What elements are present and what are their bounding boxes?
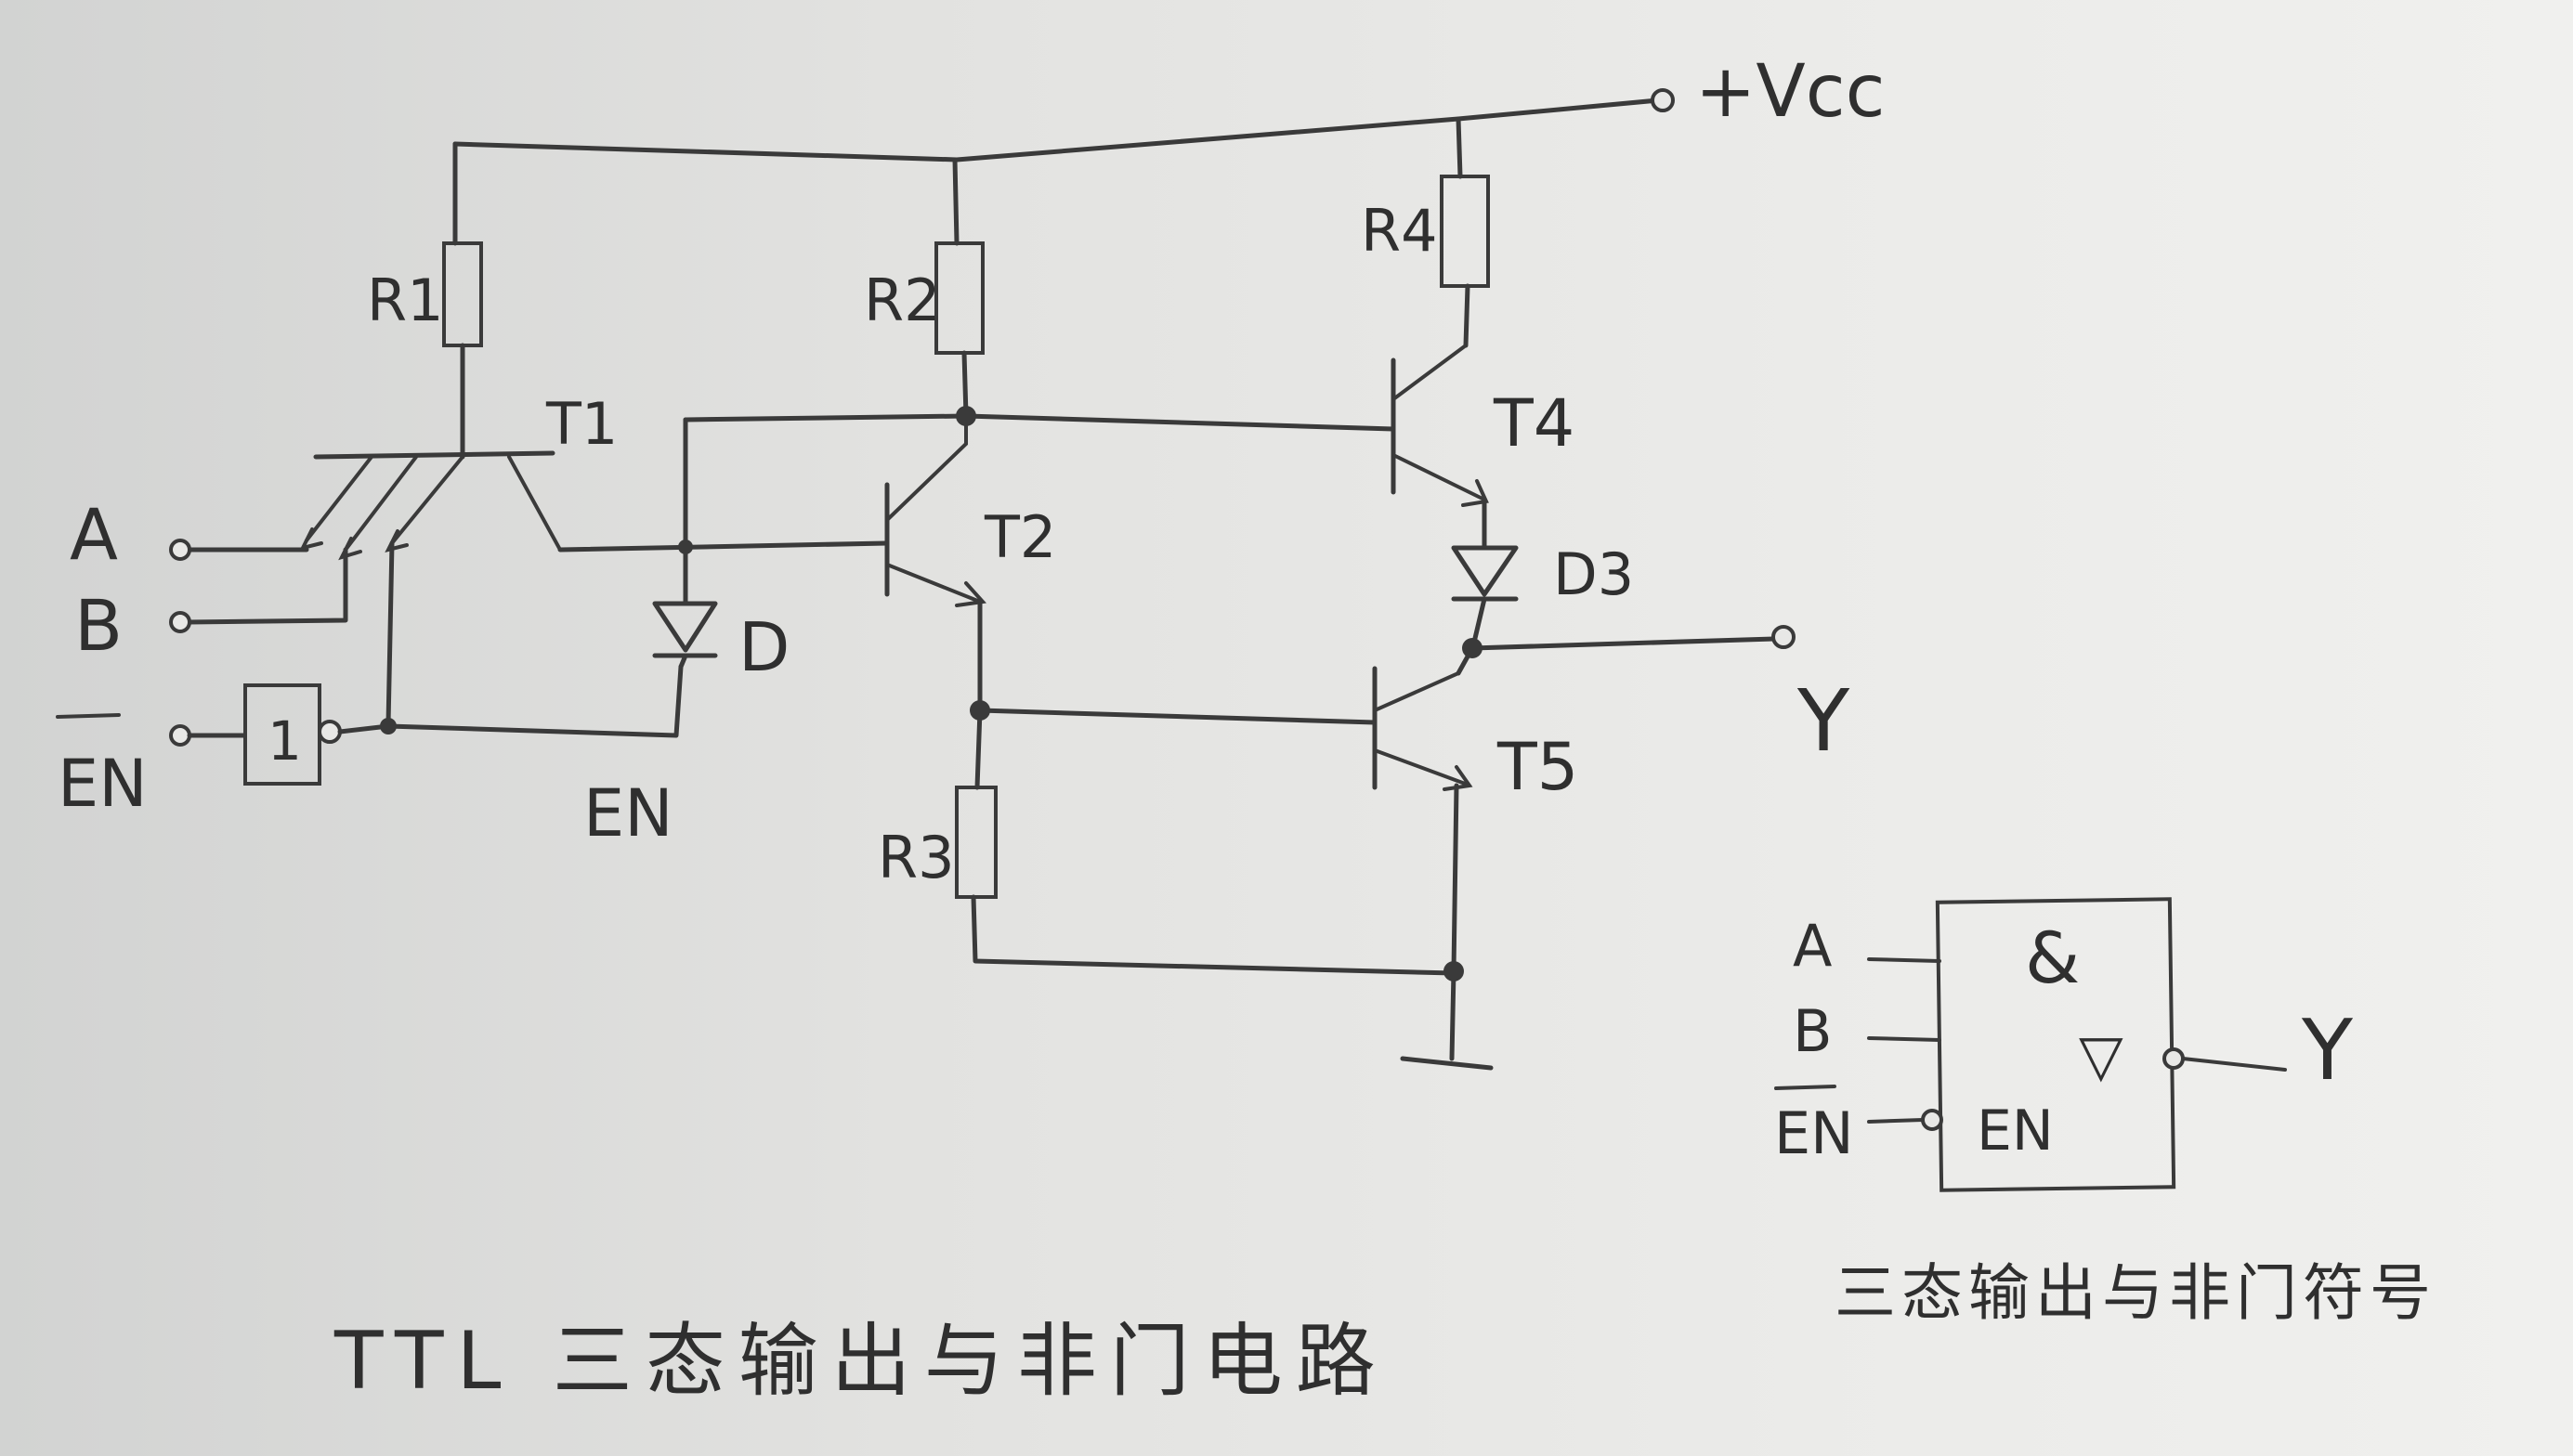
tristate-nand-symbol: [1867, 897, 2287, 1192]
t4-label: T4: [1493, 385, 1574, 462]
symbol-box: [1935, 897, 2176, 1192]
resistor-r4: [1440, 116, 1490, 348]
symbol-enable-label: EN: [1977, 1098, 2054, 1164]
transistor-t4: [1391, 344, 1489, 549]
inverter-bubble: [318, 720, 342, 744]
ground-symbol: [1400, 961, 1494, 1071]
symbol-en-overbar: [1774, 1085, 1836, 1090]
transistor-t1: [299, 450, 562, 561]
symbol-caption: 三态输出与非门符号: [1835, 1257, 2436, 1329]
input-en-label: EN: [58, 746, 148, 822]
vcc-label: +Vcc: [1695, 50, 1885, 134]
t1-label: T1: [545, 390, 618, 458]
vcc-rail: [452, 88, 1675, 162]
enable-input: [169, 664, 684, 786]
r3-label: R3: [878, 824, 955, 891]
diode-d3-label: D3: [1553, 540, 1634, 608]
r4-label: R4: [1361, 197, 1438, 265]
resistor-r3: [955, 708, 1456, 976]
symbol-input-a-label: A: [1793, 912, 1832, 980]
output-y-label: Y: [1796, 671, 1850, 771]
symbol-input-en-label: EN: [1774, 1099, 1854, 1167]
transistor-t2: [884, 414, 986, 710]
input-b-label: B: [74, 584, 123, 667]
transistor-t5: [1372, 666, 1473, 973]
diode-d-label: D: [738, 608, 790, 686]
output-y-terminal[interactable]: [1771, 625, 1796, 649]
inverter-label: 1: [268, 709, 302, 773]
t1-t2-wire: [557, 540, 890, 552]
internal-en-label: EN: [583, 775, 673, 852]
symbol-output-y-label: Y: [2301, 1002, 2354, 1099]
diode-d3: [1451, 545, 1519, 653]
input-wires: [185, 540, 395, 727]
r1-label: R1: [367, 266, 444, 334]
phase-splitter-node: [683, 413, 1396, 432]
diagram-title: TTL 三态输出与非门电路: [333, 1315, 1389, 1408]
t5-base-wire: [977, 708, 1378, 725]
symbol-input-b-label: B: [1793, 997, 1833, 1065]
en-overbar: [56, 713, 121, 719]
symbol-gate-label: &: [2025, 916, 2080, 999]
input-a-label: A: [70, 493, 118, 576]
t2-label: T2: [984, 503, 1056, 571]
tristate-mark: ▽: [2079, 1021, 2123, 1089]
output-wire: [1456, 636, 1777, 676]
resistor-r1: [442, 141, 483, 460]
input-b-terminal[interactable]: [169, 611, 191, 633]
input-a-terminal[interactable]: [169, 539, 191, 561]
resistor-r2: [934, 157, 985, 419]
input-en-terminal[interactable]: [169, 724, 191, 747]
t5-label: T5: [1496, 729, 1578, 805]
diode-d: [652, 417, 718, 670]
r2-label: R2: [864, 266, 941, 334]
